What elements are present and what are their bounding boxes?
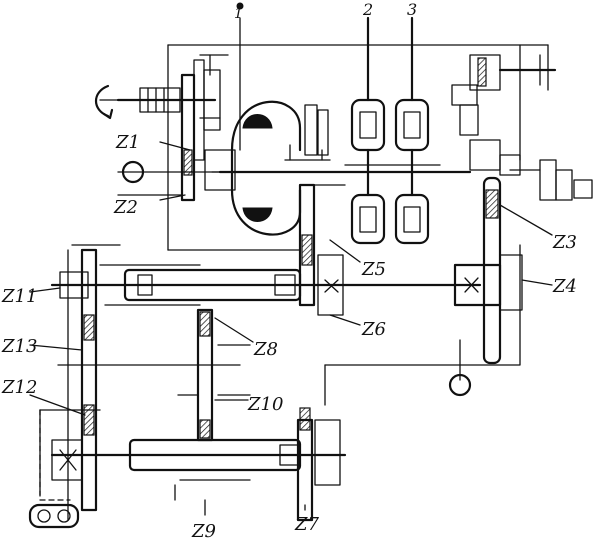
label-z3: Z3	[552, 232, 577, 253]
label-z1: Z1	[115, 132, 140, 153]
leader-lines	[29, 141, 553, 516]
label-z12: Z12	[1, 377, 37, 398]
label-n3: 3	[407, 0, 417, 19]
label-z6: Z6	[361, 319, 386, 340]
upper-horizontal-shaft	[50, 264, 482, 306]
label-z5: Z5	[361, 259, 386, 280]
frame-lines	[167, 44, 549, 406]
label-z9: Z9	[191, 521, 216, 542]
main-shaft	[218, 2, 472, 186]
middle-shaft-z5-z6	[298, 183, 344, 316]
left-vertical-column	[28, 244, 241, 529]
label-z10: Z10	[247, 394, 283, 415]
right-vertical-gear	[448, 176, 523, 397]
label-n1: 1	[234, 6, 243, 22]
label-z7: Z7	[294, 514, 320, 535]
gear-stack-z1-z2	[117, 54, 241, 202]
label-z4: Z4	[552, 276, 577, 297]
torque-converter	[230, 100, 331, 236]
label-z8: Z8	[253, 339, 278, 360]
label-z13: Z13	[1, 336, 37, 357]
input-shaft	[94, 84, 217, 120]
label-z11: Z11	[1, 286, 37, 307]
right-top-unit	[451, 54, 593, 201]
lower-horizontal-shaft	[50, 407, 347, 522]
clutch-packs	[344, 16, 441, 245]
labels: Z1 Z2 Z3 Z4 Z5 Z6 Z7 Z8 Z9 Z10 Z11 Z12 Z…	[1, 0, 577, 542]
label-n2: 2	[362, 0, 373, 19]
label-z2: Z2	[113, 197, 138, 218]
center-vertical-shaft	[177, 308, 251, 442]
dashed-enclosure	[39, 409, 71, 501]
